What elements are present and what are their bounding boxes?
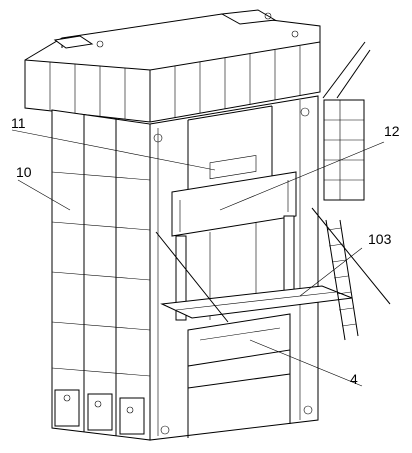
reference-labels: 11 12 10 103 4 bbox=[11, 115, 400, 387]
label-12: 12 bbox=[384, 123, 400, 139]
leader-103 bbox=[299, 247, 363, 297]
label-4: 4 bbox=[350, 371, 358, 387]
label-103: 103 bbox=[368, 231, 392, 247]
label-11: 11 bbox=[11, 115, 26, 131]
leader-11 bbox=[11, 129, 216, 171]
label-10: 10 bbox=[16, 164, 32, 180]
lower-bed bbox=[187, 313, 291, 367]
left-columns bbox=[51, 109, 151, 441]
leader-lines bbox=[11, 129, 385, 387]
leader-4 bbox=[249, 339, 363, 387]
ladder bbox=[322, 41, 371, 341]
top-tank bbox=[24, 9, 321, 123]
leader-10 bbox=[17, 179, 71, 211]
leader-12 bbox=[219, 141, 385, 211]
